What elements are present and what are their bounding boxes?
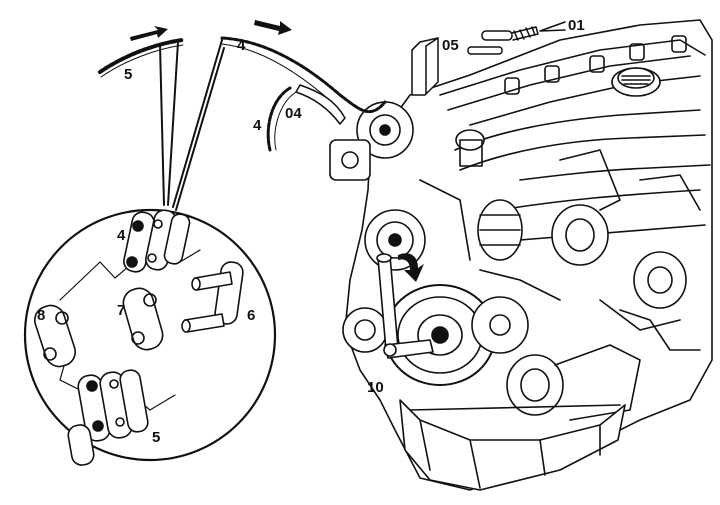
label-inset-chain-top: 4 (117, 227, 126, 244)
inset-outer-plate (33, 304, 77, 368)
thermostat-housing (455, 129, 485, 167)
alternator (477, 199, 523, 261)
label-pins: 01 (568, 17, 585, 34)
inset-chain-upper (123, 209, 191, 273)
connecting-pins (467, 21, 566, 55)
label-chain-left: 4 (253, 117, 262, 134)
rotation-arrow-icon (398, 253, 424, 282)
chain-guide-rail (295, 84, 346, 125)
leader-lines (159, 39, 225, 211)
ac-compressor (506, 344, 641, 421)
label-inner-plate: 7 (117, 302, 125, 319)
label-chain-top: 4 (237, 37, 246, 54)
timing-chain-routed (220, 36, 387, 152)
label-inset-chain-bottom: 5 (152, 429, 160, 446)
label-outer-plate: 8 (37, 307, 45, 324)
inset-pin-link (181, 261, 244, 333)
label-guide-rail: 04 (285, 105, 302, 122)
arrow-right-icon (130, 26, 168, 41)
label-crank-tool: 10 (367, 379, 384, 396)
inset-inner-plate (122, 287, 164, 351)
assembly-tool (411, 37, 439, 96)
chain-tensioner (329, 139, 371, 181)
crank-wrench-tool (376, 253, 434, 359)
idler-pulley (342, 307, 388, 353)
steering-pump-pulley (471, 296, 529, 354)
label-pin-link: 6 (247, 307, 255, 324)
arrow-right-icon (254, 20, 292, 35)
label-tool: 05 (442, 37, 459, 54)
chain-direction-arrows (130, 20, 292, 41)
label-chain-upper-left: 5 (124, 66, 132, 83)
chain-segment-upper-left (98, 38, 184, 78)
valve-cover-bolts (504, 35, 687, 95)
auxiliary-pulleys (551, 204, 687, 309)
chain-link-inset (23, 208, 277, 466)
camshaft-sprocket (356, 101, 414, 159)
oil-filler-cap (611, 67, 661, 97)
callout-labels: 5 4 4 04 05 01 4 8 7 6 5 10 (37, 17, 585, 446)
oil-pan (399, 399, 626, 491)
inset-chain-lower (67, 369, 149, 466)
